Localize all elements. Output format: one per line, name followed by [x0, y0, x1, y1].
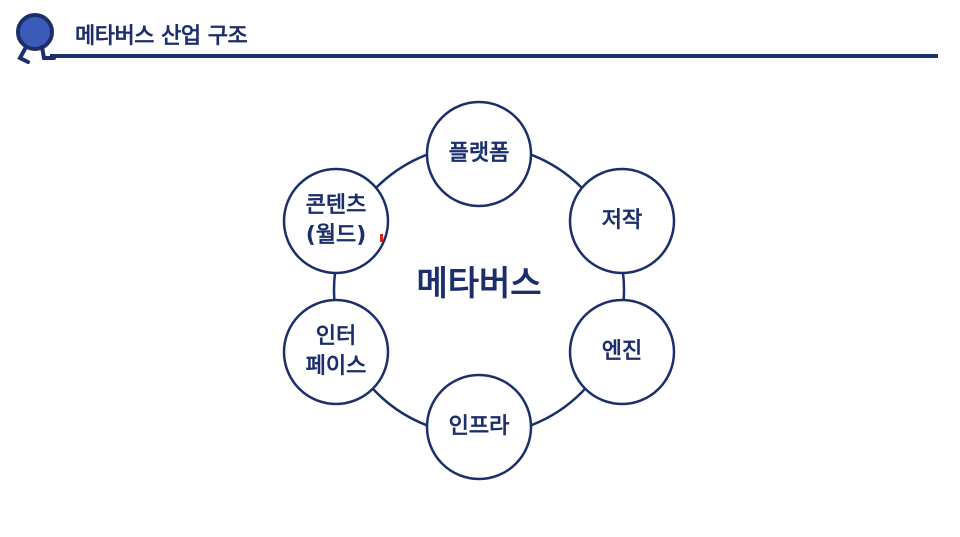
title-underline	[50, 54, 938, 58]
node-circle	[425, 373, 533, 481]
logo-icon	[16, 13, 56, 64]
node-circle	[568, 167, 676, 275]
center-label: 메타버스	[416, 264, 542, 304]
node-label: 엔진	[601, 339, 643, 364]
node-circle	[425, 100, 533, 208]
node-label: 플랫폼	[448, 141, 510, 166]
page-title: 메타버스 산업 구조	[75, 24, 248, 49]
node-label: 인프라	[448, 414, 510, 439]
node-label: 저작	[601, 208, 643, 233]
red-cursor-mark	[380, 234, 383, 242]
node-circle	[568, 298, 676, 406]
node-circle	[282, 298, 390, 406]
node-label: 콘텐츠 (월드)	[305, 193, 367, 248]
node-circle	[282, 167, 390, 275]
node-label: 인터 페이스	[305, 324, 367, 379]
